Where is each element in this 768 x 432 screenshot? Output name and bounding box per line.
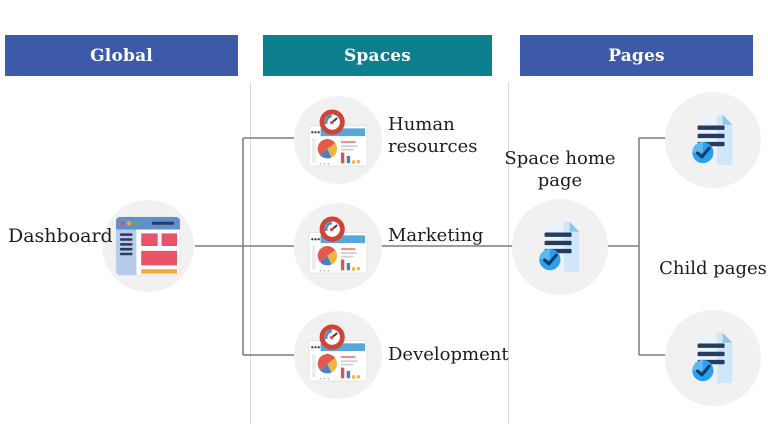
space-home-page-label: Space home page xyxy=(504,148,616,192)
column-divider xyxy=(508,82,509,424)
analytics-dashboard-icon xyxy=(307,216,369,278)
column-header-spaces: Spaces xyxy=(263,35,492,76)
column-header-pages: Pages xyxy=(520,35,753,76)
space-label-human-resources: Human resources xyxy=(388,114,478,158)
document-check-icon xyxy=(690,331,734,385)
child-pages-label: Child pages xyxy=(659,258,767,279)
document-check-icon xyxy=(537,220,581,274)
space-node-human-resources xyxy=(294,96,382,184)
space-label-development: Development xyxy=(388,344,509,365)
analytics-dashboard-icon xyxy=(307,324,369,386)
browser-dashboard-icon xyxy=(115,216,181,276)
child-page-node xyxy=(665,92,761,188)
space-node-marketing xyxy=(294,203,382,291)
space-label-marketing: Marketing xyxy=(388,225,484,246)
dashboard-node xyxy=(102,200,194,292)
column-header-pages-label: Pages xyxy=(608,45,665,66)
dashboard-label: Dashboard xyxy=(8,225,113,247)
column-header-spaces-label: Spaces xyxy=(343,45,412,66)
document-check-icon xyxy=(690,113,734,167)
space-home-page-node xyxy=(512,199,608,295)
column-header-global: Global xyxy=(5,35,238,76)
child-page-node xyxy=(665,310,761,406)
column-divider xyxy=(250,82,251,424)
analytics-dashboard-icon xyxy=(307,109,369,171)
column-header-global-label: Global xyxy=(90,45,153,66)
space-node-development xyxy=(294,311,382,399)
